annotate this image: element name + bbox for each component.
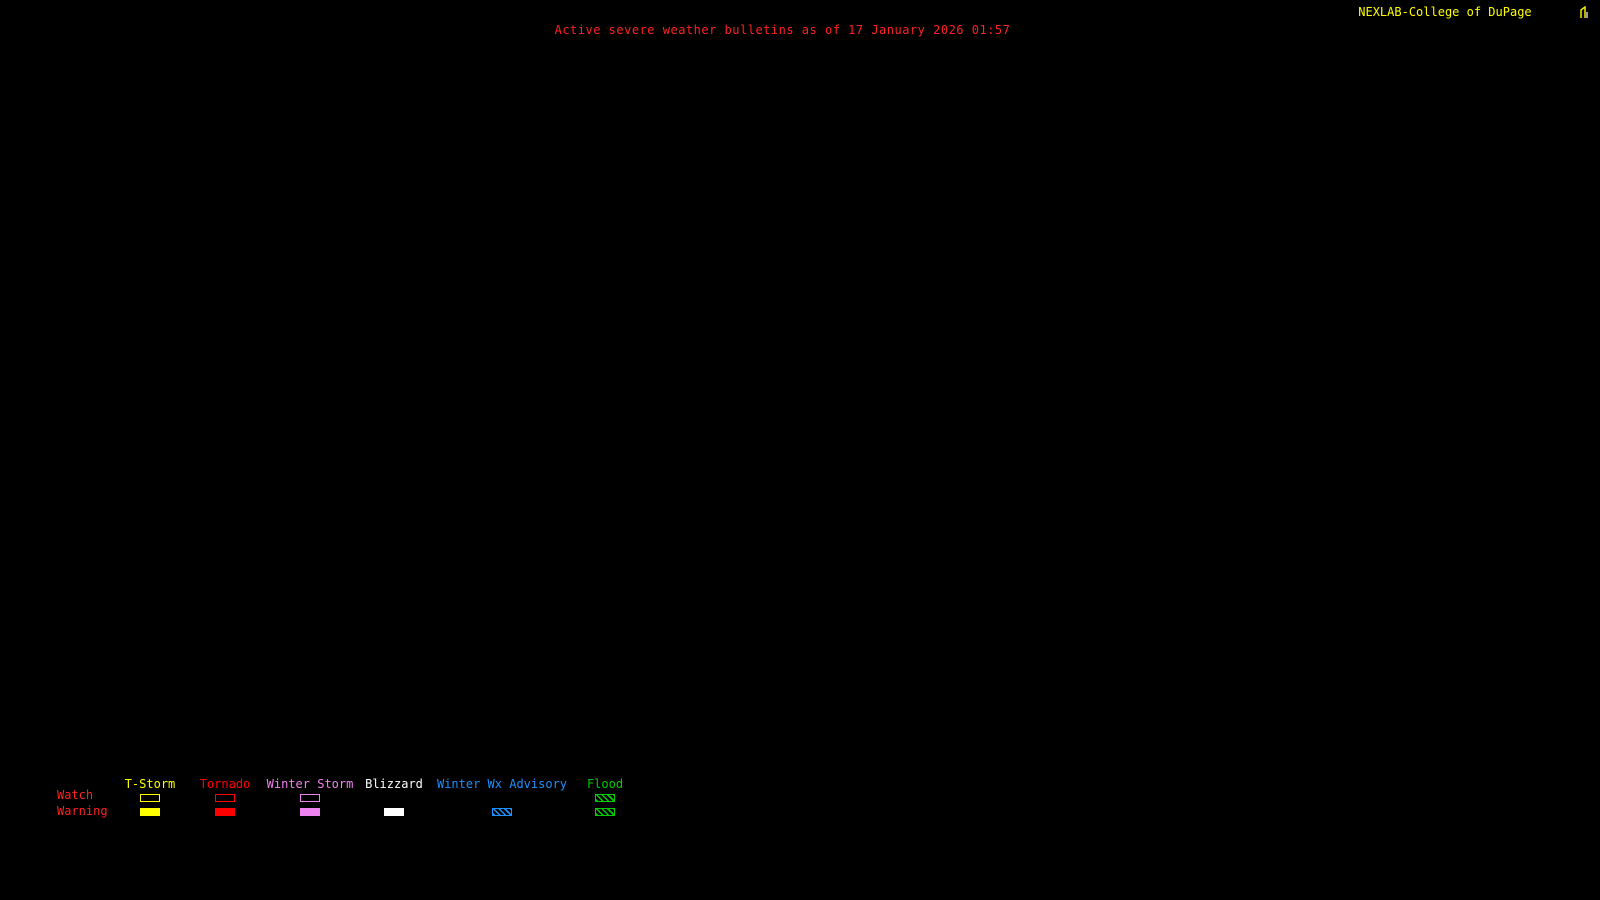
flood-watch-swatch xyxy=(595,794,615,802)
legend-column-tornado: Tornado xyxy=(190,778,260,816)
legend-header-flood: Flood xyxy=(586,777,624,791)
tornado-warning-swatch xyxy=(215,808,235,816)
blizzard-warning-swatch xyxy=(384,808,404,816)
tstorm-watch-swatch xyxy=(140,794,160,802)
legend-header-tstorm: T-Storm xyxy=(124,777,176,791)
legend-header-blizzard: Blizzard xyxy=(365,777,423,791)
legend-header-winter-wx-advisory: Winter Wx Advisory xyxy=(436,777,568,791)
legend-column-tstorm: T-Storm xyxy=(115,778,185,816)
legend-header-winter-storm: Winter Storm xyxy=(266,777,354,791)
brand-text: NEXLAB-College of DuPage xyxy=(1358,5,1532,19)
tstorm-warning-swatch xyxy=(140,808,160,816)
legend-header-tornado: Tornado xyxy=(199,777,251,791)
legend-column-flood: Flood xyxy=(570,778,640,816)
legend-row-label-watch: Watch xyxy=(57,788,94,802)
legend-column-winter-storm: Winter Storm xyxy=(262,778,358,816)
flood-warning-swatch xyxy=(595,808,615,816)
winter-storm-warning-swatch xyxy=(300,808,320,816)
legend-row-label-warning: Warning xyxy=(57,804,108,818)
winter-wx-advisory-warning-swatch xyxy=(492,808,512,816)
legend-column-blizzard: Blizzard xyxy=(359,778,429,816)
legend-column-winter-wx-advisory: Winter Wx Advisory xyxy=(436,778,568,816)
cod-logo-icon xyxy=(1536,5,1590,19)
tornado-watch-swatch xyxy=(215,794,235,802)
page-title: Active severe weather bulletins as of 17… xyxy=(554,23,1011,37)
brand: NEXLAB-College of DuPage xyxy=(1358,5,1590,19)
winter-storm-watch-swatch xyxy=(300,794,320,802)
legend: Watch Warning T-Storm Tornado Winter Sto… xyxy=(0,775,700,825)
